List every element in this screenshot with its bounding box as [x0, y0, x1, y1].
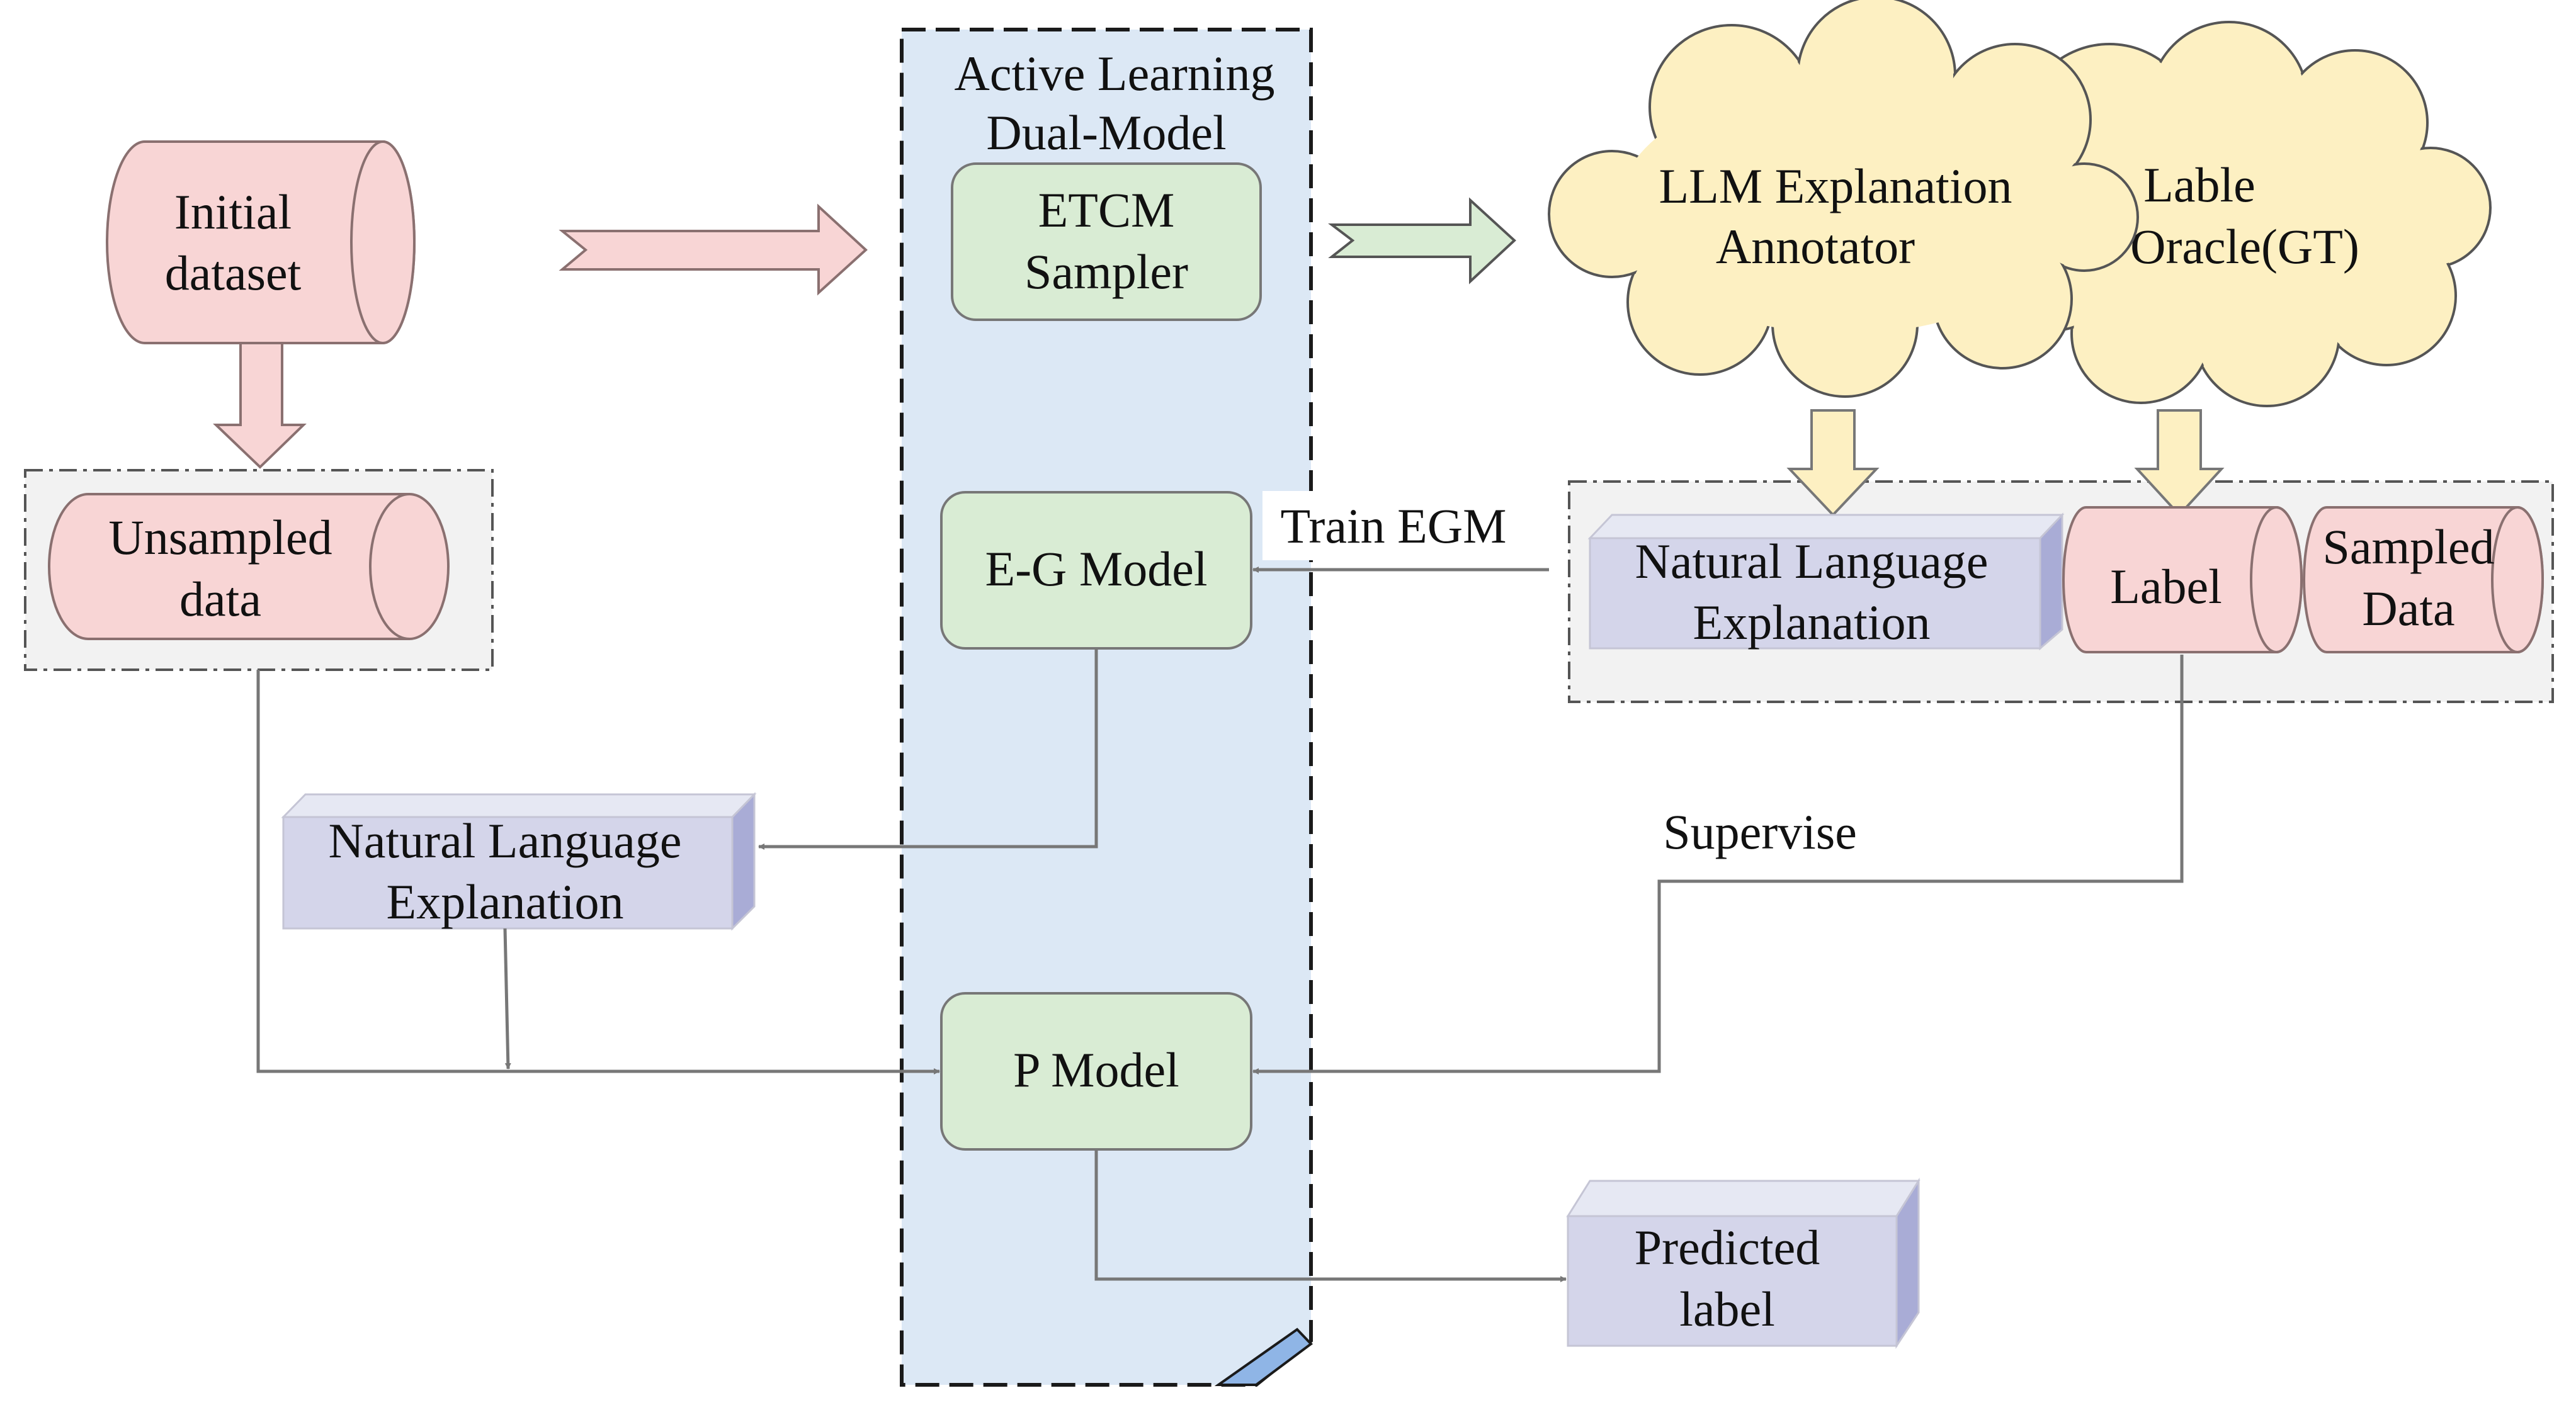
etcm-sampler-line1: ETCM: [1038, 183, 1175, 237]
eg-to-explanation-line: [758, 648, 1098, 850]
llm-annotator-line1: LLM Explanation: [1659, 159, 2012, 213]
unsampled-data-cylinder: Unsampled data: [48, 493, 450, 640]
label-cylinder: Label: [2062, 506, 2303, 653]
oracle-to-label-arrow: [2134, 409, 2225, 517]
sampled-data-cylinder: Sampled Data: [2303, 506, 2544, 653]
etcm-sampler-line2: Sampler: [1024, 244, 1188, 299]
sampled-data-line1: Sampled: [2323, 519, 2495, 574]
initial-dataset-cylinder: Initial dataset: [106, 140, 416, 344]
predicted-label-box: Predicted label: [1566, 1177, 1921, 1349]
supervise-label: Supervise: [1663, 804, 1857, 859]
sampled-data-line2: Data: [2362, 581, 2454, 636]
unsampled-data-line1: Unsampled: [108, 510, 332, 565]
initial-to-unsampled-arrow: [213, 342, 307, 469]
explanation-to-merge-line: [503, 928, 511, 1069]
annotator-to-explanation-arrow: [1786, 409, 1880, 517]
p-model-label: P Model: [1013, 1042, 1179, 1097]
p-model-box: P Model: [940, 992, 1252, 1151]
train-egm-label: Train EGM: [1281, 499, 1507, 553]
predicted-label-line2: label: [1679, 1282, 1775, 1336]
llm-annotator-line2: Annotator: [1716, 219, 1915, 274]
label-oracle-line1: Lable: [2143, 157, 2255, 212]
eg-model-box: E-G Model: [940, 491, 1252, 650]
train-egm-edge: Train EGM: [1252, 491, 1549, 573]
pmodel-to-predicted-line: [1094, 1149, 1567, 1282]
nle-top-line1: Natural Language: [1635, 534, 1989, 589]
panel-title-line2: Dual-Model: [986, 105, 1226, 160]
panel-page-curl: [1214, 1328, 1314, 1386]
label-cylinder-text: Label: [2110, 559, 2222, 614]
unsampled-data-line2: data: [179, 572, 261, 626]
predicted-label-line1: Predicted: [1635, 1220, 1820, 1275]
nle-top-line2: Explanation: [1693, 595, 1931, 650]
unsampled-to-pmodel-line: [256, 670, 940, 1074]
eg-model-label: E-G Model: [985, 541, 1207, 596]
nle-left-line1: Natural Language: [329, 813, 682, 868]
unsampled-data-end: [369, 493, 450, 640]
initial-dataset-line1: Initial: [174, 184, 292, 239]
supervise-edge: Supervise: [1252, 655, 2184, 1074]
initial-dataset-line2: dataset: [165, 245, 302, 300]
sampler-to-annotator-arrow: [1328, 197, 1516, 285]
initial-dataset-end: [350, 140, 416, 344]
train-egm-label-bg: [1262, 491, 1533, 560]
nle-left-box: Natural Language Explanation: [281, 792, 757, 931]
label-oracle-line2: Oracle(GT): [2130, 219, 2359, 274]
supervise-line: [1252, 655, 2184, 1074]
etcm-sampler-box: ETCM Sampler: [951, 162, 1262, 321]
panel-title-line1: Active Learning: [955, 46, 1275, 101]
llm-annotator-cloud: LLM Explanation Annotator: [1548, 0, 2139, 398]
nle-top-box: Natural Language Explanation: [1587, 512, 2065, 651]
dataset-to-sampler-arrow: [559, 203, 868, 296]
nle-left-line2: Explanation: [387, 874, 624, 929]
